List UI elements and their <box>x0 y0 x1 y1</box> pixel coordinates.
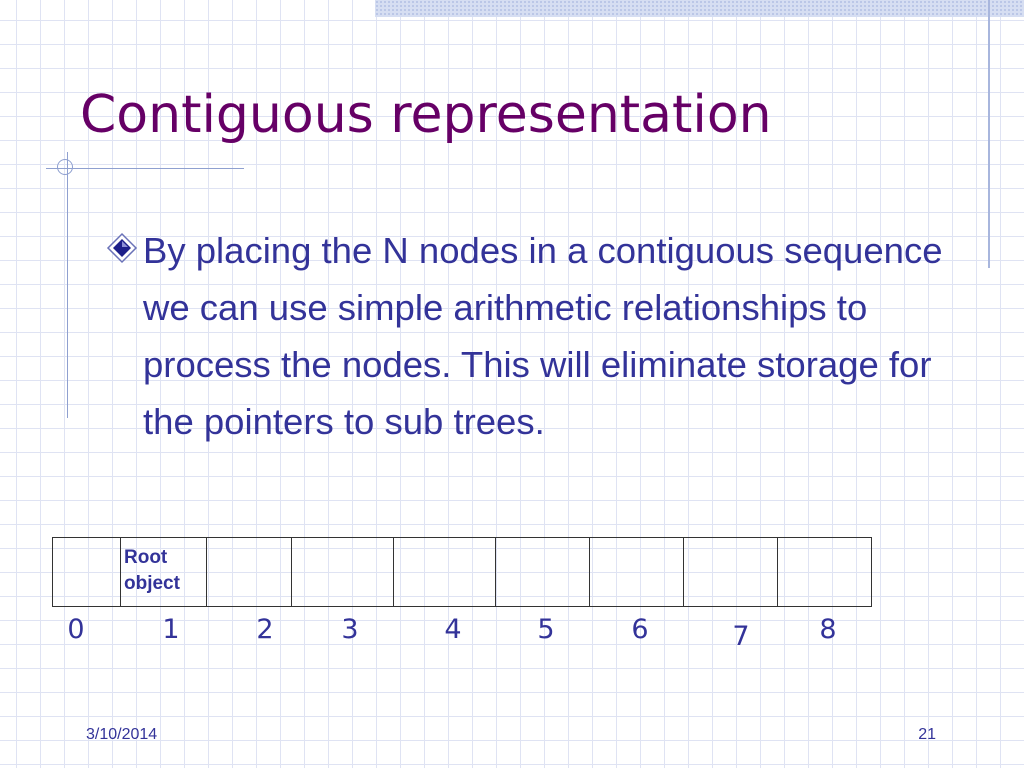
diamond-bullet-icon <box>106 232 138 264</box>
footer-date: 3/10/2014 <box>86 726 158 743</box>
array-index-label: 2 <box>256 614 274 645</box>
footer-page-number: 21 <box>918 726 936 743</box>
node-array: Root object <box>52 537 872 607</box>
array-index-label: 6 <box>631 614 649 645</box>
array-index-label: 4 <box>444 614 462 645</box>
decorative-circle <box>57 159 73 175</box>
array-cell <box>778 538 872 606</box>
array-cell <box>684 538 778 606</box>
array-cell <box>53 538 121 606</box>
decorative-right-rule <box>988 0 990 268</box>
bullet-text: By placing the N nodes in a contiguous s… <box>143 230 943 442</box>
array-index-label: 0 <box>67 614 85 645</box>
decorative-top-band <box>375 0 1024 17</box>
array-cell <box>590 538 684 606</box>
slide-title: Contiguous representation <box>80 85 772 145</box>
array-index-label: 1 <box>162 614 180 645</box>
array-cell <box>394 538 496 606</box>
array-cell-root-object: Root object <box>121 538 207 606</box>
title-underline-rule <box>46 168 244 169</box>
array-index-label: 8 <box>819 614 837 645</box>
array-cell <box>496 538 590 606</box>
array-cell <box>292 538 394 606</box>
array-index-label: 3 <box>341 614 359 645</box>
array-index-label: 5 <box>537 614 555 645</box>
array-index-label: 7 <box>732 621 750 652</box>
decorative-left-rule <box>67 152 68 418</box>
array-cell <box>207 538 292 606</box>
